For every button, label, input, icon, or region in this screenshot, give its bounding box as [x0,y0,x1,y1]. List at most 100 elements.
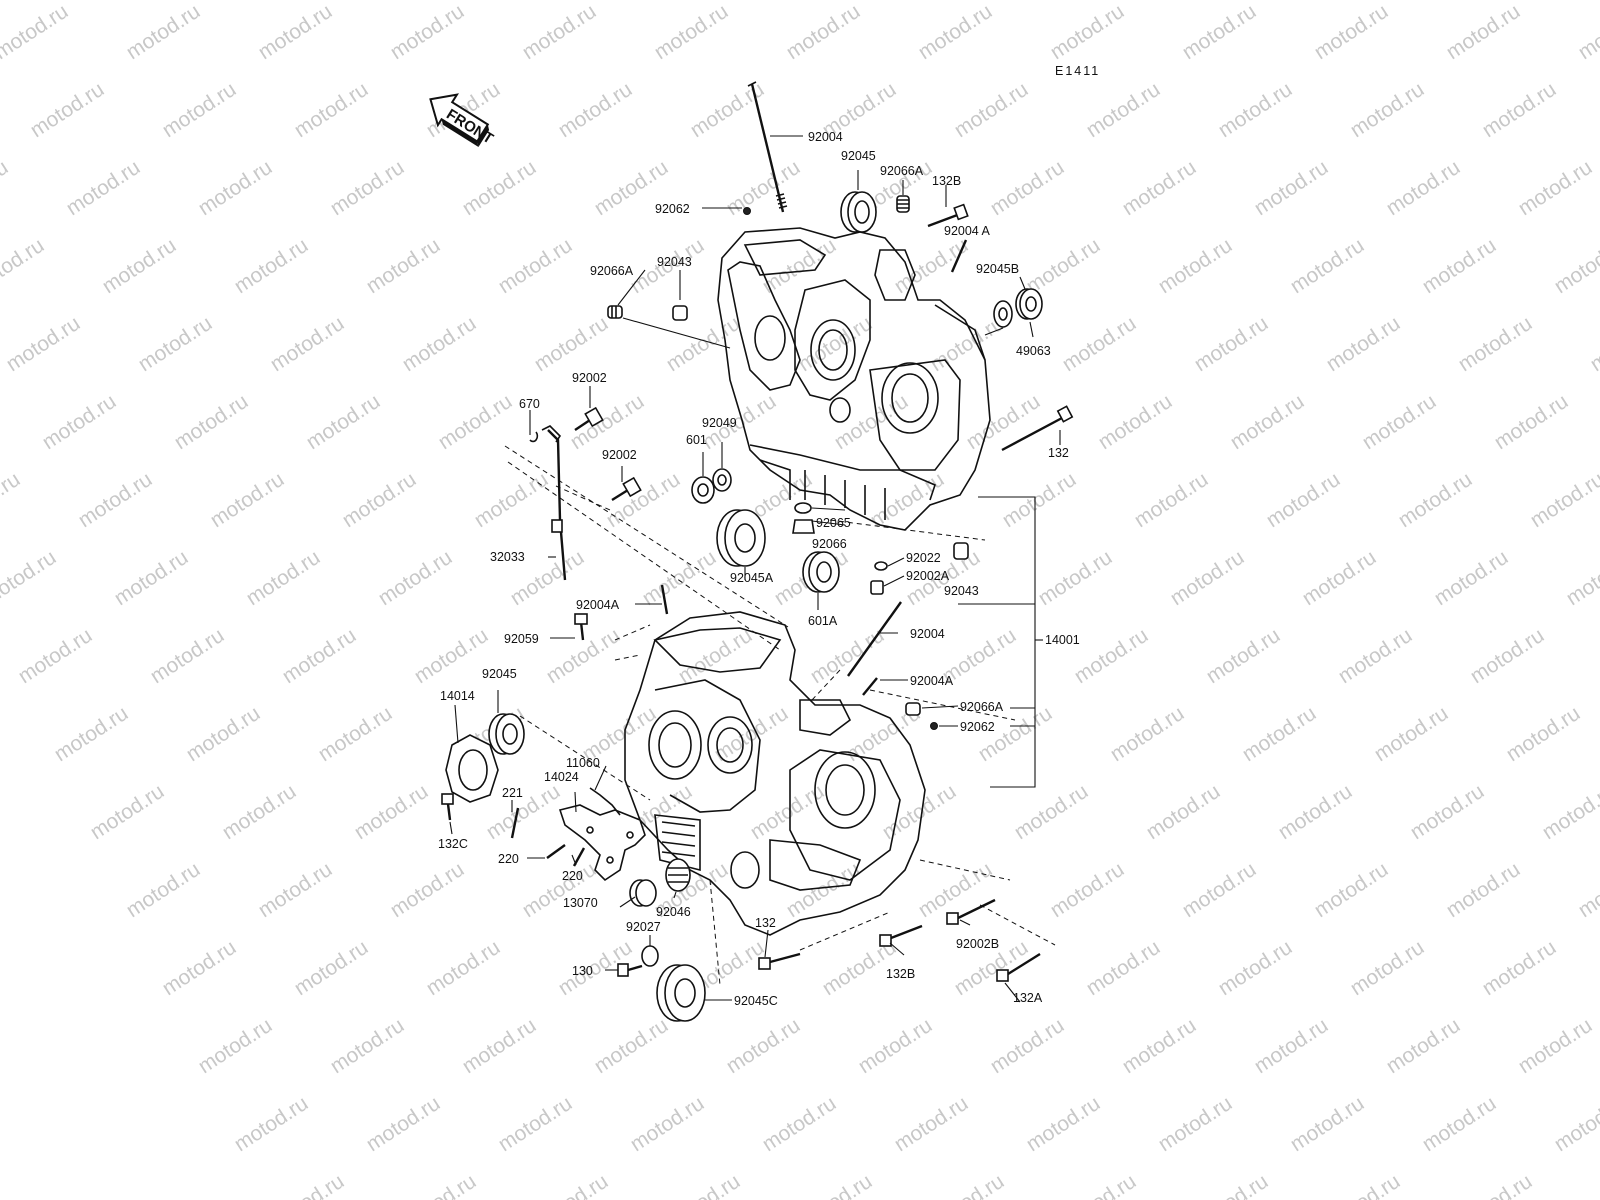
label-92002B: 92002B [956,937,999,951]
stud-92004-mid [847,601,902,677]
plug-92066 [792,519,815,534]
dowel-92066A-left [607,305,623,319]
washer-92022 [874,561,888,571]
bolt-132-bottom [758,952,801,970]
label-92045-left: 92045 [482,667,517,681]
bearing-92045-left [488,713,525,755]
label-221: 221 [502,786,523,800]
assembly-dashed-lines [504,445,1056,986]
label-14001: 14001 [1045,633,1080,647]
part-92059 [574,613,588,641]
label-92066: 92066 [812,537,847,551]
label-92045C: 92045C [734,994,778,1008]
label-132C: 132C [438,837,468,851]
label-14024: 14024 [544,770,579,784]
plate-14024 [558,804,646,882]
label-32033: 32033 [490,550,525,564]
label-92049: 92049 [702,416,737,430]
dowel-92066A-lower [905,702,921,716]
stud-92004A-mid [660,584,669,615]
stud-92004A-top [950,239,968,273]
bearing-92045A [716,509,766,567]
front-direction-arrow: FRONT [429,93,496,148]
label-92004A-mid: 92004A [576,598,620,612]
label-92062-top: 92062 [655,202,690,216]
bearing-601 [691,476,715,504]
washer-92049 [712,468,732,492]
label-220-b: 220 [562,869,583,883]
diagram-code: E1411 [1055,64,1100,78]
label-92004A-top: 92004 A [944,224,991,238]
label-601: 601 [686,433,707,447]
label-92062-lower: 92062 [960,720,995,734]
label-601A: 601A [808,614,838,628]
label-11060: 11060 [566,756,600,770]
washer-92065 [794,502,812,514]
bearing-601A [802,551,840,593]
bolt-92002A [870,580,884,595]
label-132B-top: 132B [932,174,961,188]
bolt-132B-top [927,203,969,228]
label-92043-top: 92043 [657,255,692,269]
label-132-right: 132 [1048,446,1069,460]
label-132A: 132A [1013,991,1043,1005]
label-92002-a: 92002 [572,371,607,385]
bolt-132-right [1001,405,1074,452]
bearing-92045C [656,964,706,1022]
bolt-92002-b [611,476,642,502]
label-92002-b: 92002 [602,448,637,462]
screw-220-a [546,844,566,859]
needle-bearing-92046 [665,858,691,892]
lower-crankcase-half [624,611,926,936]
label-14014: 14014 [440,689,475,703]
label-92066A-top: 92066A [880,164,924,178]
label-92002A: 92002A [906,569,950,583]
bolt-132C [441,793,454,821]
leader-lines [449,135,1061,1003]
bolt-92002-a [574,406,604,431]
part-labels: 92004 92045 92066A 132B 92062 92004 A 92… [438,130,1080,1008]
label-13070: 13070 [563,896,598,910]
seal-49063 [1015,288,1043,320]
gear-13070 [629,879,657,907]
bearing-92045B [993,300,1013,328]
label-132-bottom: 132 [755,916,776,930]
label-220-a: 220 [498,852,519,866]
collar-92043-top [672,305,688,321]
screw-221 [510,807,520,839]
label-92022: 92022 [906,551,941,565]
bolt-132A [996,952,1041,982]
label-132B-bottom: 132B [886,967,915,981]
gasket-11060 [589,787,621,816]
label-92046: 92046 [656,905,691,919]
label-92059: 92059 [504,632,539,646]
label-92004A-lower: 92004A [910,674,954,688]
label-92043-mid: 92043 [944,584,979,598]
label-92066A-lower: 92066A [960,700,1004,714]
label-92065: 92065 [816,516,851,530]
collar-92027 [641,945,659,967]
label-92045B: 92045B [976,262,1019,276]
label-49063: 49063 [1016,344,1051,358]
label-92045-top: 92045 [841,149,876,163]
upper-crankcase-half [717,227,991,531]
cover-14014 [445,734,499,803]
label-130: 130 [572,964,593,978]
label-92004-top: 92004 [808,130,843,144]
clip-670 [529,431,539,443]
label-670: 670 [519,397,540,411]
ball-92062-top [743,207,751,215]
label-92045A: 92045A [730,571,774,585]
label-92027: 92027 [626,920,661,934]
bolt-132B-bottom [879,924,923,947]
bolt-130 [617,963,643,977]
label-92004-mid: 92004 [910,627,945,641]
bolt-92002B [946,898,996,925]
bearing-92045-top [840,191,877,233]
stud-92004A-lower [862,677,878,696]
dowel-92066A-top [896,195,910,213]
label-92066A-left: 92066A [590,264,634,278]
ball-92062-lower [930,722,938,730]
collar-92043-mid [953,542,969,560]
